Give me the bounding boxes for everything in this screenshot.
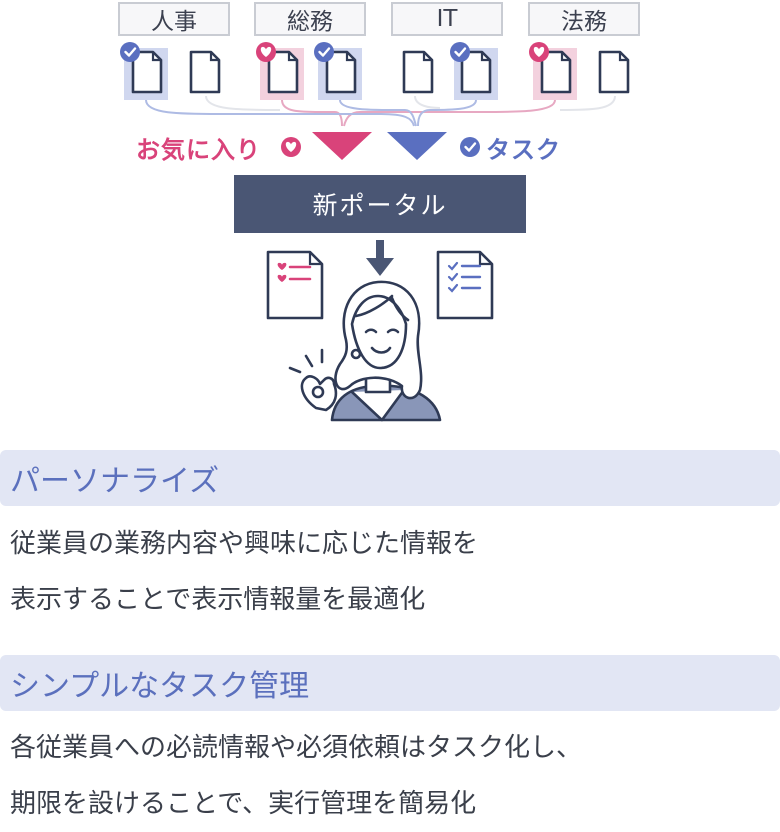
down-arrow-icon	[366, 240, 394, 276]
body-line: 表示することで表示情報量を最適化	[10, 585, 426, 615]
heart-badge-icon	[529, 42, 549, 62]
document-icon	[598, 50, 630, 94]
body-line: 従業員の業務内容や興味に応じた情報を	[10, 529, 479, 559]
section-body-personalize: 従業員の業務内容や興味に応じた情報を 表示することで表示情報量を最適化	[10, 516, 478, 628]
section-body-task-management: 各従業員への必読情報や必須依頼はタスク化し、 期限を設けることで、実行管理を簡易…	[10, 720, 582, 832]
dept-hr-label: 人事	[151, 9, 197, 35]
new-portal-title: 新ポータル	[312, 191, 448, 220]
woman-illustration	[288, 280, 442, 422]
task-funnel-icon	[387, 132, 447, 160]
dept-hr: 人事	[118, 2, 230, 36]
section-heading-text: パーソナライズ	[10, 464, 220, 499]
dept-it: IT	[391, 2, 503, 36]
dept-it-label: IT	[436, 6, 458, 32]
body-line: 各従業員への必読情報や必須依頼はタスク化し、	[10, 733, 583, 763]
dept-general-label: 総務	[287, 9, 333, 35]
body-line: 期限を設けることで、実行管理を簡易化	[10, 789, 477, 819]
check-label-icon	[460, 137, 480, 157]
document-icon	[189, 50, 221, 94]
check-badge-icon	[312, 40, 336, 64]
document-icon	[402, 50, 434, 94]
section-heading-task-management: シンプルなタスク管理	[0, 655, 780, 711]
check-badge-icon	[448, 40, 472, 64]
new-portal-box: 新ポータル	[234, 175, 526, 233]
dept-general: 総務	[254, 2, 366, 36]
section-heading-text: シンプルなタスク管理	[10, 669, 310, 704]
task-label: タスク	[486, 136, 561, 164]
favorite-list-document-icon	[266, 250, 324, 320]
dept-legal: 法務	[528, 2, 640, 36]
section-heading-personalize: パーソナライズ	[0, 450, 780, 506]
task-list-document-icon	[436, 250, 494, 320]
heart-badge-icon	[256, 42, 276, 62]
connector-lines	[145, 95, 616, 127]
diagram-graphic	[118, 40, 630, 422]
favorite-label: お気に入り	[136, 136, 261, 164]
check-badge-icon	[118, 40, 142, 64]
favorite-funnel-icon	[312, 132, 372, 160]
heart-label-icon	[281, 137, 301, 157]
dept-legal-label: 法務	[561, 9, 607, 35]
